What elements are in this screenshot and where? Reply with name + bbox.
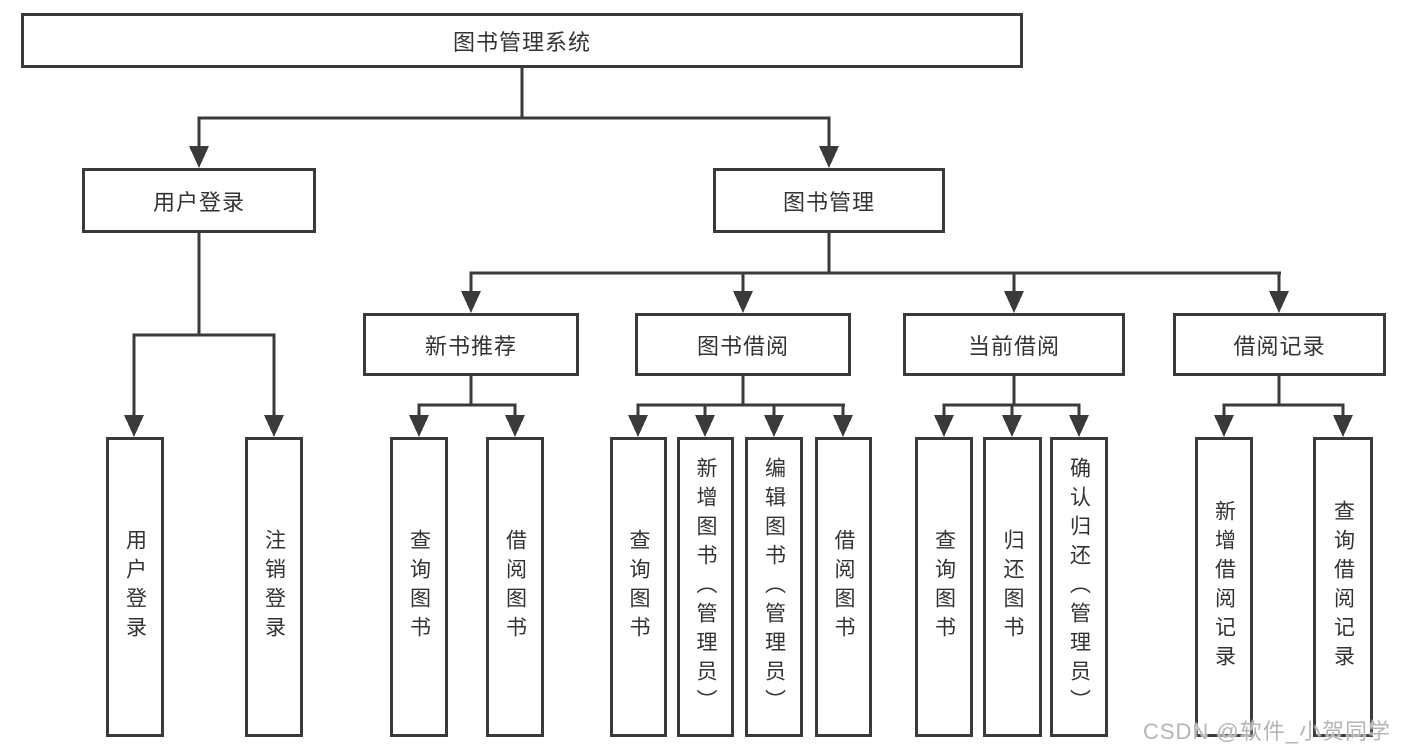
leaf-edit-book-admin: 编辑图书（管理员） xyxy=(745,437,803,737)
connector-root-to-level2 xyxy=(189,68,839,168)
connector-userlogin-to-leaves xyxy=(124,233,284,437)
node-book-borrow: 图书借阅 xyxy=(635,313,851,376)
connector-bookmgmt-to-level3 xyxy=(461,233,1289,313)
leaf-query-borrow-record: 查询借阅记录 xyxy=(1313,437,1373,737)
connector-newbook-to-leaves xyxy=(409,376,525,437)
connector-borrowrecord-to-leaves xyxy=(1214,376,1353,437)
node-borrow-record: 借阅记录 xyxy=(1173,313,1386,376)
node-user-login: 用户登录 xyxy=(82,168,316,233)
connector-currentborrow-to-leaves xyxy=(934,376,1089,437)
node-book-management: 图书管理 xyxy=(713,168,945,233)
leaf-borrow-book: 借阅图书 xyxy=(815,437,872,737)
node-current-borrow: 当前借阅 xyxy=(903,313,1125,376)
node-new-book-recommend: 新书推荐 xyxy=(363,313,579,376)
leaf-add-book-admin: 新增图书（管理员） xyxy=(677,437,734,737)
leaf-current-query-book: 查询图书 xyxy=(915,437,973,737)
leaf-newbook-query-book: 查询图书 xyxy=(390,437,448,737)
csdn-watermark: CSDN @软件_小贺同学 xyxy=(1142,719,1391,744)
leaf-return-book: 归还图书 xyxy=(983,437,1042,737)
leaf-add-borrow-record: 新增借阅记录 xyxy=(1195,437,1253,737)
leaf-confirm-return-admin: 确认归还（管理员） xyxy=(1050,437,1108,737)
node-root-library-system: 图书管理系统 xyxy=(21,13,1023,68)
connector-bookborrow-to-leaves xyxy=(628,376,853,437)
leaf-newbook-borrow-book: 借阅图书 xyxy=(486,437,544,737)
leaf-logout: 注销登录 xyxy=(245,437,303,737)
leaf-user-login: 用户登录 xyxy=(106,437,164,737)
leaf-borrow-query-book: 查询图书 xyxy=(610,437,667,737)
